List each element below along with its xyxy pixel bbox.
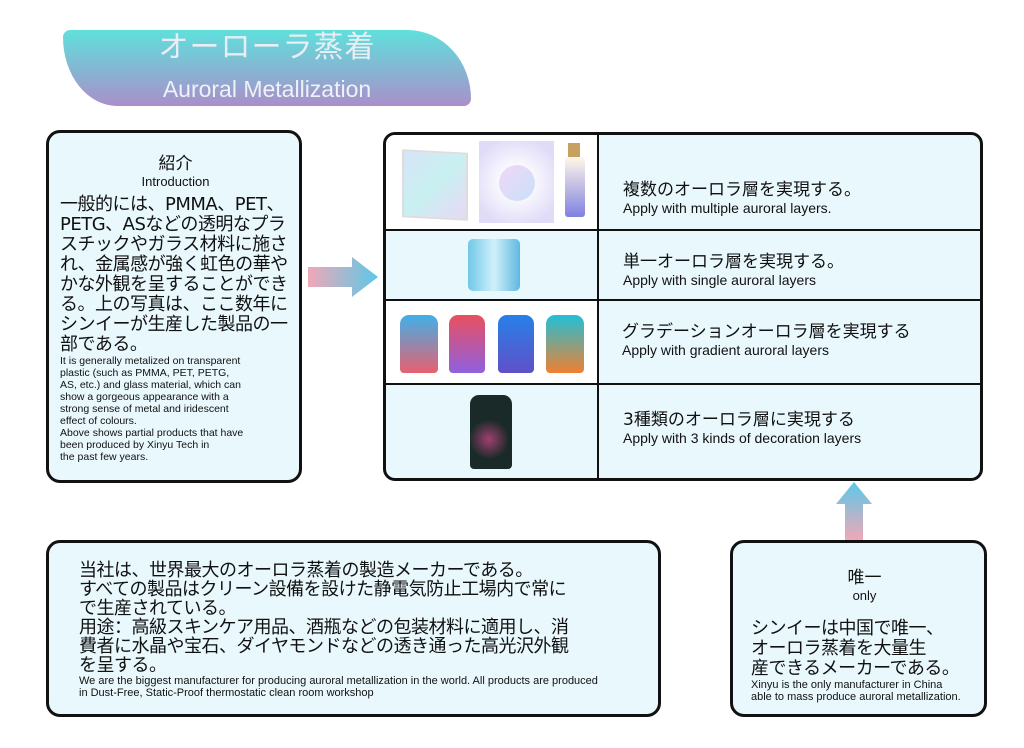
table-row: 3種類のオーロラ層に実現する Apply with 3 kinds of dec… [386, 385, 980, 478]
line: 用途：高級スキンケア用品、酒瓶などの包装材料に適用し、消 [79, 617, 569, 638]
line: を呈する。 [79, 655, 167, 676]
company-body-en: We are the biggest manufacturer for prod… [79, 675, 648, 699]
intro-heading-jp: 紹介 [158, 154, 193, 174]
row-text: 単一オーロラ層を実現する。 Apply with single auroral … [623, 247, 974, 288]
line: the past few years. [60, 451, 149, 463]
line: 産できるメーカーである。 [751, 658, 960, 679]
table-row: 単一オーロラ層を実現する。 Apply with single auroral … [386, 231, 980, 301]
line: show a gorgeous appearance with a [60, 391, 229, 403]
line: Xinyu is the only manufacturer in China [751, 679, 943, 691]
row-text: 3種類のオーロラ層に実現する Apply with 3 kinds of dec… [623, 405, 974, 446]
up-arrow-icon [836, 482, 872, 540]
row-label-jp: 単一オーロラ層を実現する。 [623, 252, 844, 272]
intro-body-en: It is generally metalized on transparent… [60, 355, 291, 463]
applications-table: 複数のオーロラ層を実現する。 Apply with multiple auror… [383, 132, 983, 481]
multi-layer-products-image [386, 135, 599, 229]
table-row: グラデーションオーロラ層を実現する Apply with gradient au… [386, 301, 980, 385]
line: plastic (such as PMMA, PET, PETG, [60, 367, 230, 379]
company-panel: 当社は、世界最大のオーロラ蒸着の製造メーカーである。 すべての製品はクリーン設備… [46, 540, 661, 717]
only-body-en: Xinyu is the only manufacturer in China … [751, 679, 978, 703]
decorated-bottle-image [386, 385, 599, 478]
table-row: 複数のオーロラ層を実現する。 Apply with multiple auror… [386, 135, 980, 231]
line: で生産されている。 [79, 598, 236, 619]
line: Above shows partial products that have [60, 427, 244, 439]
line: strong sense of metal and iridescent [60, 403, 229, 415]
row-text: グラデーションオーロラ層を実現する Apply with gradient au… [622, 317, 974, 358]
row-label-jp: グラデーションオーロラ層を実現する [622, 322, 911, 342]
company-body-jp: 当社は、世界最大のオーロラ蒸着の製造メーカーである。 すべての製品はクリーン設備… [79, 561, 648, 675]
line: 当社は、世界最大のオーロラ蒸着の製造メーカーである。 [79, 560, 533, 581]
only-body-jp: シンイーは中国で唯一、 オーロラ蒸着を大量生 産できるメーカーである。 [751, 619, 978, 679]
title-jp: オーローラ蒸着 [158, 30, 376, 65]
row-label-en: Apply with single auroral layers [623, 272, 816, 288]
intro-panel: 紹介 Introduction 一般的には、PMMA、PET、PETG、ASなど… [46, 130, 302, 483]
right-arrow-icon [308, 257, 378, 297]
line: able to mass produce auroral metallizati… [751, 691, 961, 703]
line: in Dust-Free, Static-Proof thermostatic … [79, 687, 374, 699]
line: been produced by Xinyu Tech in [60, 439, 210, 451]
only-panel: 唯一 only シンイーは中国で唯一、 オーロラ蒸着を大量生 産できるメーカーで… [730, 540, 987, 717]
row-label-jp: 3種類のオーロラ層に実現する [623, 410, 855, 430]
line: It is generally metalized on transparent [60, 355, 241, 367]
line: 費者に水晶や宝石、ダイヤモンドなどの透き通った高光沢外観 [79, 636, 569, 657]
line: オーロラ蒸着を大量生 [751, 638, 927, 659]
intro-body-jp: 一般的には、PMMA、PET、PETG、ASなどの透明なプラスチックやガラス材料… [60, 194, 288, 355]
only-heading-jp: 唯一 [847, 568, 882, 588]
line: シンイーは中国で唯一、 [751, 618, 944, 639]
title-banner: オーローラ蒸着 Auroral Metallization [63, 30, 471, 106]
row-label-en: Apply with multiple auroral layers. [623, 200, 832, 216]
intro-heading-en: Introduction [141, 174, 210, 189]
line: effect of colours. [60, 415, 137, 427]
row-label-en: Apply with gradient auroral layers [622, 342, 829, 358]
single-layer-jar-image [386, 231, 599, 299]
only-heading-en: only [852, 588, 877, 603]
row-label-jp: 複数のオーロラ層を実現する。 [623, 180, 861, 200]
line: AS, etc.) and glass material, which can [60, 379, 241, 391]
row-label-en: Apply with 3 kinds of decoration layers [623, 430, 862, 446]
line: We are the biggest manufacturer for prod… [79, 675, 598, 687]
line: すべての製品はクリーン設備を設けた静電気防止工場内で常に [79, 579, 567, 600]
title-en: Auroral Metallization [162, 76, 372, 102]
row-text: 複数のオーロラ層を実現する。 Apply with multiple auror… [623, 175, 974, 216]
gradient-bottles-image [386, 301, 599, 383]
